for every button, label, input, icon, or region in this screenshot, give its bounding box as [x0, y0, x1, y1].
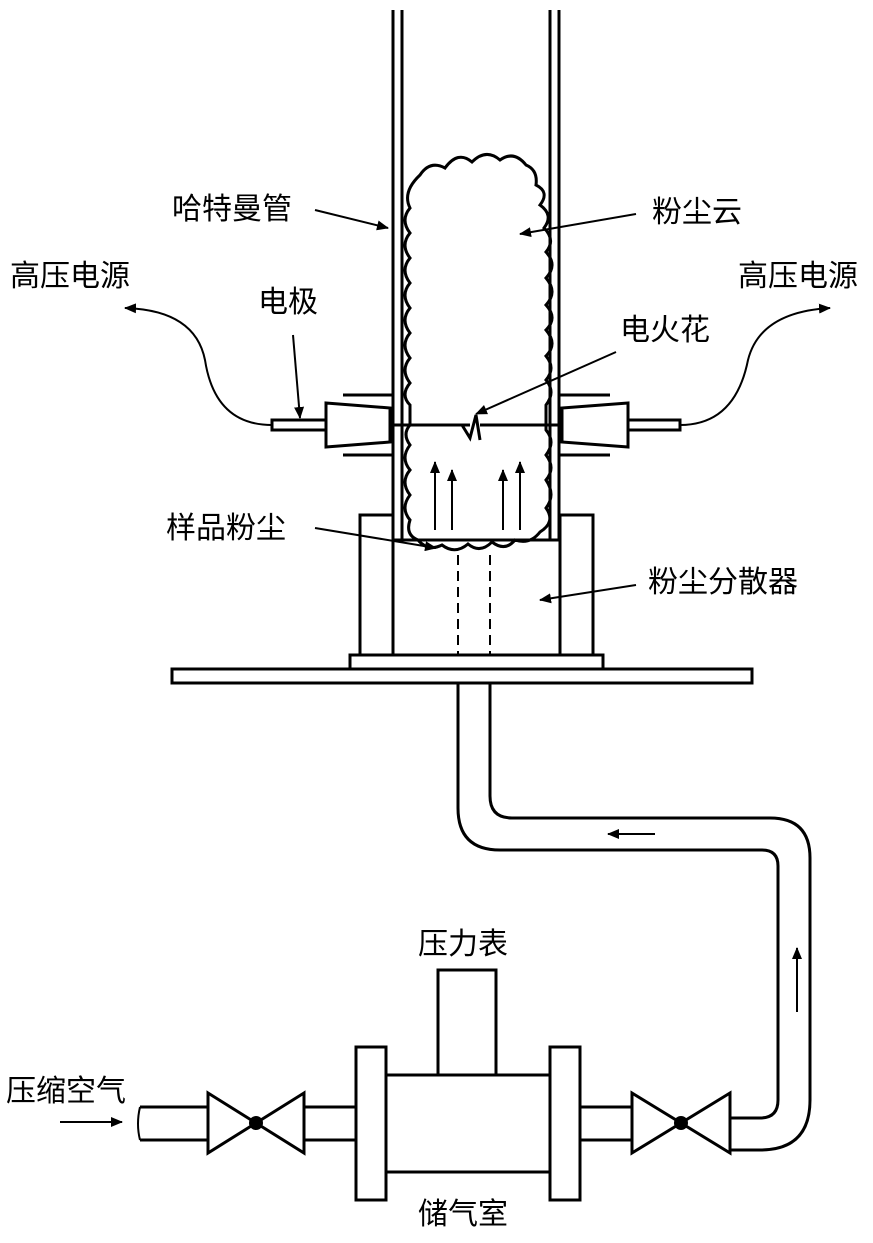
label-hv-power-right: 高压电源 [738, 259, 858, 294]
label-spark: 电火花 [620, 313, 710, 348]
electrode-assembly-left [270, 393, 470, 457]
label-pressure-gauge: 压力表 [418, 927, 508, 962]
leader-electrode [292, 334, 305, 419]
dust-disperser [348, 513, 605, 671]
hv-wire-right [679, 303, 831, 426]
hv-wire-left [124, 303, 273, 426]
label-dust-cloud: 粉尘云 [652, 195, 742, 230]
upward-flow-arrows [430, 461, 525, 530]
label-hartmann-tube: 哈特曼管 [172, 192, 292, 227]
leader-dust-cloud [519, 213, 637, 238]
base-plate [170, 667, 754, 685]
label-electrode: 电极 [258, 285, 318, 320]
pressure-gauge [436, 968, 498, 1077]
label-dust-disperser: 粉尘分散器 [648, 565, 798, 600]
label-gas-chamber: 储气室 [418, 1197, 508, 1232]
leader-dust-disperser [539, 584, 637, 604]
label-hv-power-left: 高压电源 [10, 259, 130, 294]
label-compressed-air: 压缩空气 [6, 1074, 126, 1109]
spark-mark [460, 414, 482, 442]
outlet-valve [630, 1090, 732, 1156]
supply-pipe [456, 683, 812, 1152]
dust-cloud-shape [403, 153, 554, 552]
leader-sample-dust [314, 527, 437, 552]
leader-spark [475, 351, 617, 415]
label-sample-dust: 样品粉尘 [166, 511, 286, 546]
gas-chamber [354, 1045, 582, 1202]
inlet-valve [206, 1090, 306, 1156]
leader-hartmann-tube [314, 209, 389, 231]
electrode-assembly-right [480, 393, 682, 457]
inlet-pipe [137, 1105, 208, 1142]
